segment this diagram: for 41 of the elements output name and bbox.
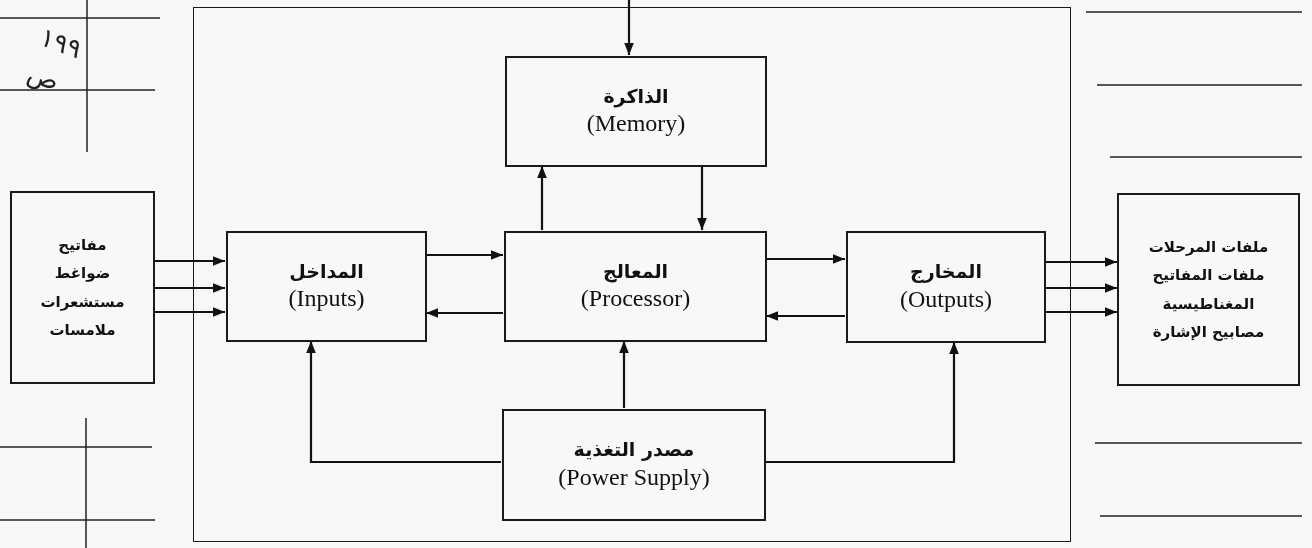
arabic-label: الذاكرة (603, 84, 669, 109)
arrow (766, 311, 845, 321)
arabic-label: ملامسات (49, 320, 116, 341)
arabic-label: مصدر التغذية (573, 438, 695, 462)
block-box (502, 409, 766, 521)
english-label: (Memory) (586, 109, 686, 139)
arrow (766, 254, 845, 264)
block-box (505, 56, 767, 167)
arabic-label: المخارج (910, 260, 982, 284)
arrow (155, 256, 225, 266)
arabic-label: مصابيح الإشارة (1152, 322, 1265, 343)
arrow (1045, 257, 1117, 267)
block-box (226, 231, 427, 342)
block-box (10, 191, 155, 384)
arabic-label: مفاتيح (58, 234, 107, 256)
arrow (426, 308, 503, 318)
arabic-label: المداخل (289, 259, 364, 284)
block-box (1117, 193, 1300, 386)
arrow (624, 0, 634, 55)
arabic-label: مستشعرات (40, 291, 125, 313)
frame-box (193, 7, 1071, 542)
arrow (537, 166, 547, 230)
english-label: (Inputs) (288, 284, 365, 314)
english-label: (Outputs) (900, 284, 992, 314)
block-box (504, 231, 767, 342)
arrow (426, 250, 503, 260)
arrow (619, 341, 629, 408)
arrow (1045, 283, 1117, 293)
arrow (306, 341, 501, 464)
arrow (1045, 307, 1117, 317)
english-label: (Processor) (580, 284, 691, 314)
arabic-label: ملفات المرحلات (1148, 236, 1269, 258)
arrow (697, 166, 707, 230)
arrow (765, 342, 959, 464)
arabic-label: ملفات المفاتيح المغناطيسية (1151, 265, 1266, 315)
arabic-label: ضواغط (54, 263, 111, 284)
arrow (155, 283, 225, 293)
block-box (846, 231, 1046, 343)
english-label: (Power Supply) (558, 462, 710, 492)
arabic-label: المعالج (602, 259, 669, 284)
arrow (155, 307, 225, 317)
